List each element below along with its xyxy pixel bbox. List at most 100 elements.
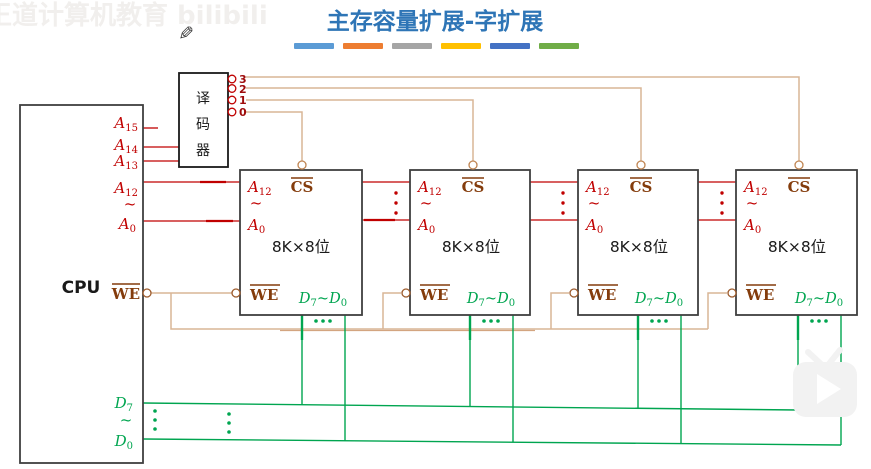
underline-bar bbox=[343, 43, 383, 49]
chip-outline bbox=[239, 169, 363, 316]
cpu-box: CPU A15 A14 A13 A12 ~ A0 WE D7 ~ D0 bbox=[19, 104, 144, 464]
dot bbox=[817, 319, 821, 323]
chip-pin-a0: A0 bbox=[416, 216, 435, 236]
chip-we-bubble bbox=[569, 288, 579, 298]
decoder-bubble-1 bbox=[227, 95, 237, 105]
decoder-box: 译 码 器 3 2 1 0 bbox=[178, 72, 247, 168]
decoder-out1-wire bbox=[246, 99, 474, 161]
cpu-pin-a15: A15 bbox=[112, 114, 138, 134]
we-chip2-stub bbox=[382, 292, 401, 329]
cpu-we-pin: WE bbox=[111, 283, 140, 303]
page-title: 主存容量扩展-字扩展 bbox=[327, 8, 544, 35]
cpu-pin-a13: A13 bbox=[112, 152, 138, 172]
chip-address-pins: A12 ~ A0 bbox=[584, 178, 610, 236]
chip-cs-bubble bbox=[636, 160, 646, 170]
dot bbox=[561, 211, 565, 215]
decoder-output-bubbles bbox=[227, 74, 237, 117]
dot bbox=[227, 421, 231, 425]
dot bbox=[227, 430, 231, 434]
decoder-output-numbers: 3 2 1 0 bbox=[239, 73, 247, 119]
chip-we-bubble bbox=[401, 288, 411, 298]
cpu-pin-a12: A12 bbox=[112, 179, 138, 199]
decoder-out3-wire bbox=[246, 76, 800, 161]
decoder-out-1: 1 bbox=[239, 94, 247, 107]
dot bbox=[482, 319, 486, 323]
cpu-pin-a0: A0 bbox=[117, 215, 136, 235]
chip-capacity-label: 8K×8位 bbox=[768, 238, 826, 256]
video-play-overlay[interactable] bbox=[793, 347, 857, 417]
chip-data-range-label: D7~D0 bbox=[466, 291, 515, 309]
cpu-pin-a14: A14 bbox=[112, 136, 138, 156]
decoder-char-3: 器 bbox=[196, 143, 210, 159]
chip-cs-bubble bbox=[468, 160, 478, 170]
chip-addr-tilde: ~ bbox=[250, 194, 263, 212]
chip-pin-a0: A0 bbox=[246, 216, 265, 236]
cpu-we-label: WE bbox=[111, 285, 140, 303]
underline-bar bbox=[392, 43, 432, 49]
cpu-data-tilde: ~ bbox=[120, 411, 133, 429]
chip-cs-label: CS bbox=[291, 178, 314, 196]
dot bbox=[328, 319, 332, 323]
memory-chip-3: A12 ~ A0 CS 8K×8位 WE D7~D0 bbox=[569, 160, 699, 316]
chip-pin-a12: A12 bbox=[584, 178, 610, 198]
chip-we-label: WE bbox=[419, 286, 448, 304]
dot bbox=[720, 211, 724, 215]
write-enable-wires bbox=[151, 292, 727, 330]
dot bbox=[153, 418, 157, 422]
decoder-bubble-3 bbox=[227, 74, 237, 84]
title-underline-bars bbox=[294, 43, 579, 49]
pen-cursor-icon: ✎ bbox=[178, 23, 194, 45]
decoder-out2-wire bbox=[246, 87, 642, 161]
chip-select-wires bbox=[246, 76, 800, 161]
chip-capacity-label: 8K×8位 bbox=[610, 238, 668, 256]
chip-outline bbox=[409, 169, 531, 316]
dot bbox=[657, 319, 661, 323]
chip-pin-a12: A12 bbox=[416, 178, 442, 198]
we-feed-wire bbox=[170, 293, 708, 330]
dot bbox=[824, 319, 828, 323]
underline-bar bbox=[441, 43, 481, 49]
chip-capacity-label: 8K×8位 bbox=[442, 238, 500, 256]
memory-chip-2: A12 ~ A0 CS 8K×8位 WE D7~D0 bbox=[401, 160, 531, 316]
chip-we-bubble bbox=[727, 288, 737, 298]
chip-cs-label: CS bbox=[788, 178, 811, 196]
chip-outline bbox=[577, 169, 699, 316]
dot bbox=[650, 319, 654, 323]
chip-data-range-label: D7~D0 bbox=[298, 291, 347, 309]
chip-we-label: WE bbox=[587, 286, 616, 304]
memory-chip-4: A12 ~ A0 CS 8K×8位 WE D7~D0 bbox=[727, 160, 858, 316]
dot bbox=[561, 201, 565, 205]
play-icon[interactable] bbox=[817, 374, 841, 404]
d0-bus-wire bbox=[142, 438, 842, 446]
chip-data-range-label: D7~D0 bbox=[794, 291, 843, 309]
chip-cs-label: CS bbox=[462, 178, 485, 196]
chip-pin-a12: A12 bbox=[246, 178, 272, 198]
data-ellipsis-dots bbox=[153, 319, 828, 434]
chip-we-bubble bbox=[231, 288, 241, 298]
dot bbox=[664, 319, 668, 323]
decoder-out-2: 2 bbox=[239, 83, 247, 96]
decoder-out-3: 3 bbox=[239, 73, 247, 86]
chip-addr-tilde: ~ bbox=[746, 194, 759, 212]
cpu-data-pins: D7 ~ D0 bbox=[114, 394, 133, 452]
dot bbox=[810, 319, 814, 323]
channel-watermark: 王道计算机教育 bilibili bbox=[0, 0, 268, 31]
chip-data-range-label: D7~D0 bbox=[634, 291, 683, 309]
dot bbox=[227, 412, 231, 416]
dot bbox=[153, 409, 157, 413]
dot bbox=[720, 201, 724, 205]
cpu-pin-d0: D0 bbox=[114, 432, 133, 452]
decoder-outline bbox=[178, 72, 229, 168]
dot bbox=[153, 427, 157, 431]
chip-we-label: WE bbox=[249, 286, 278, 304]
data-wires bbox=[142, 315, 842, 446]
we-chip3-stub bbox=[550, 292, 569, 329]
dot bbox=[489, 319, 493, 323]
address-wires bbox=[143, 127, 736, 223]
decoder-bubble-2 bbox=[227, 84, 237, 93]
dot bbox=[321, 319, 325, 323]
decoder-bubble-0 bbox=[227, 107, 237, 117]
decoder-char-2: 码 bbox=[196, 117, 210, 133]
